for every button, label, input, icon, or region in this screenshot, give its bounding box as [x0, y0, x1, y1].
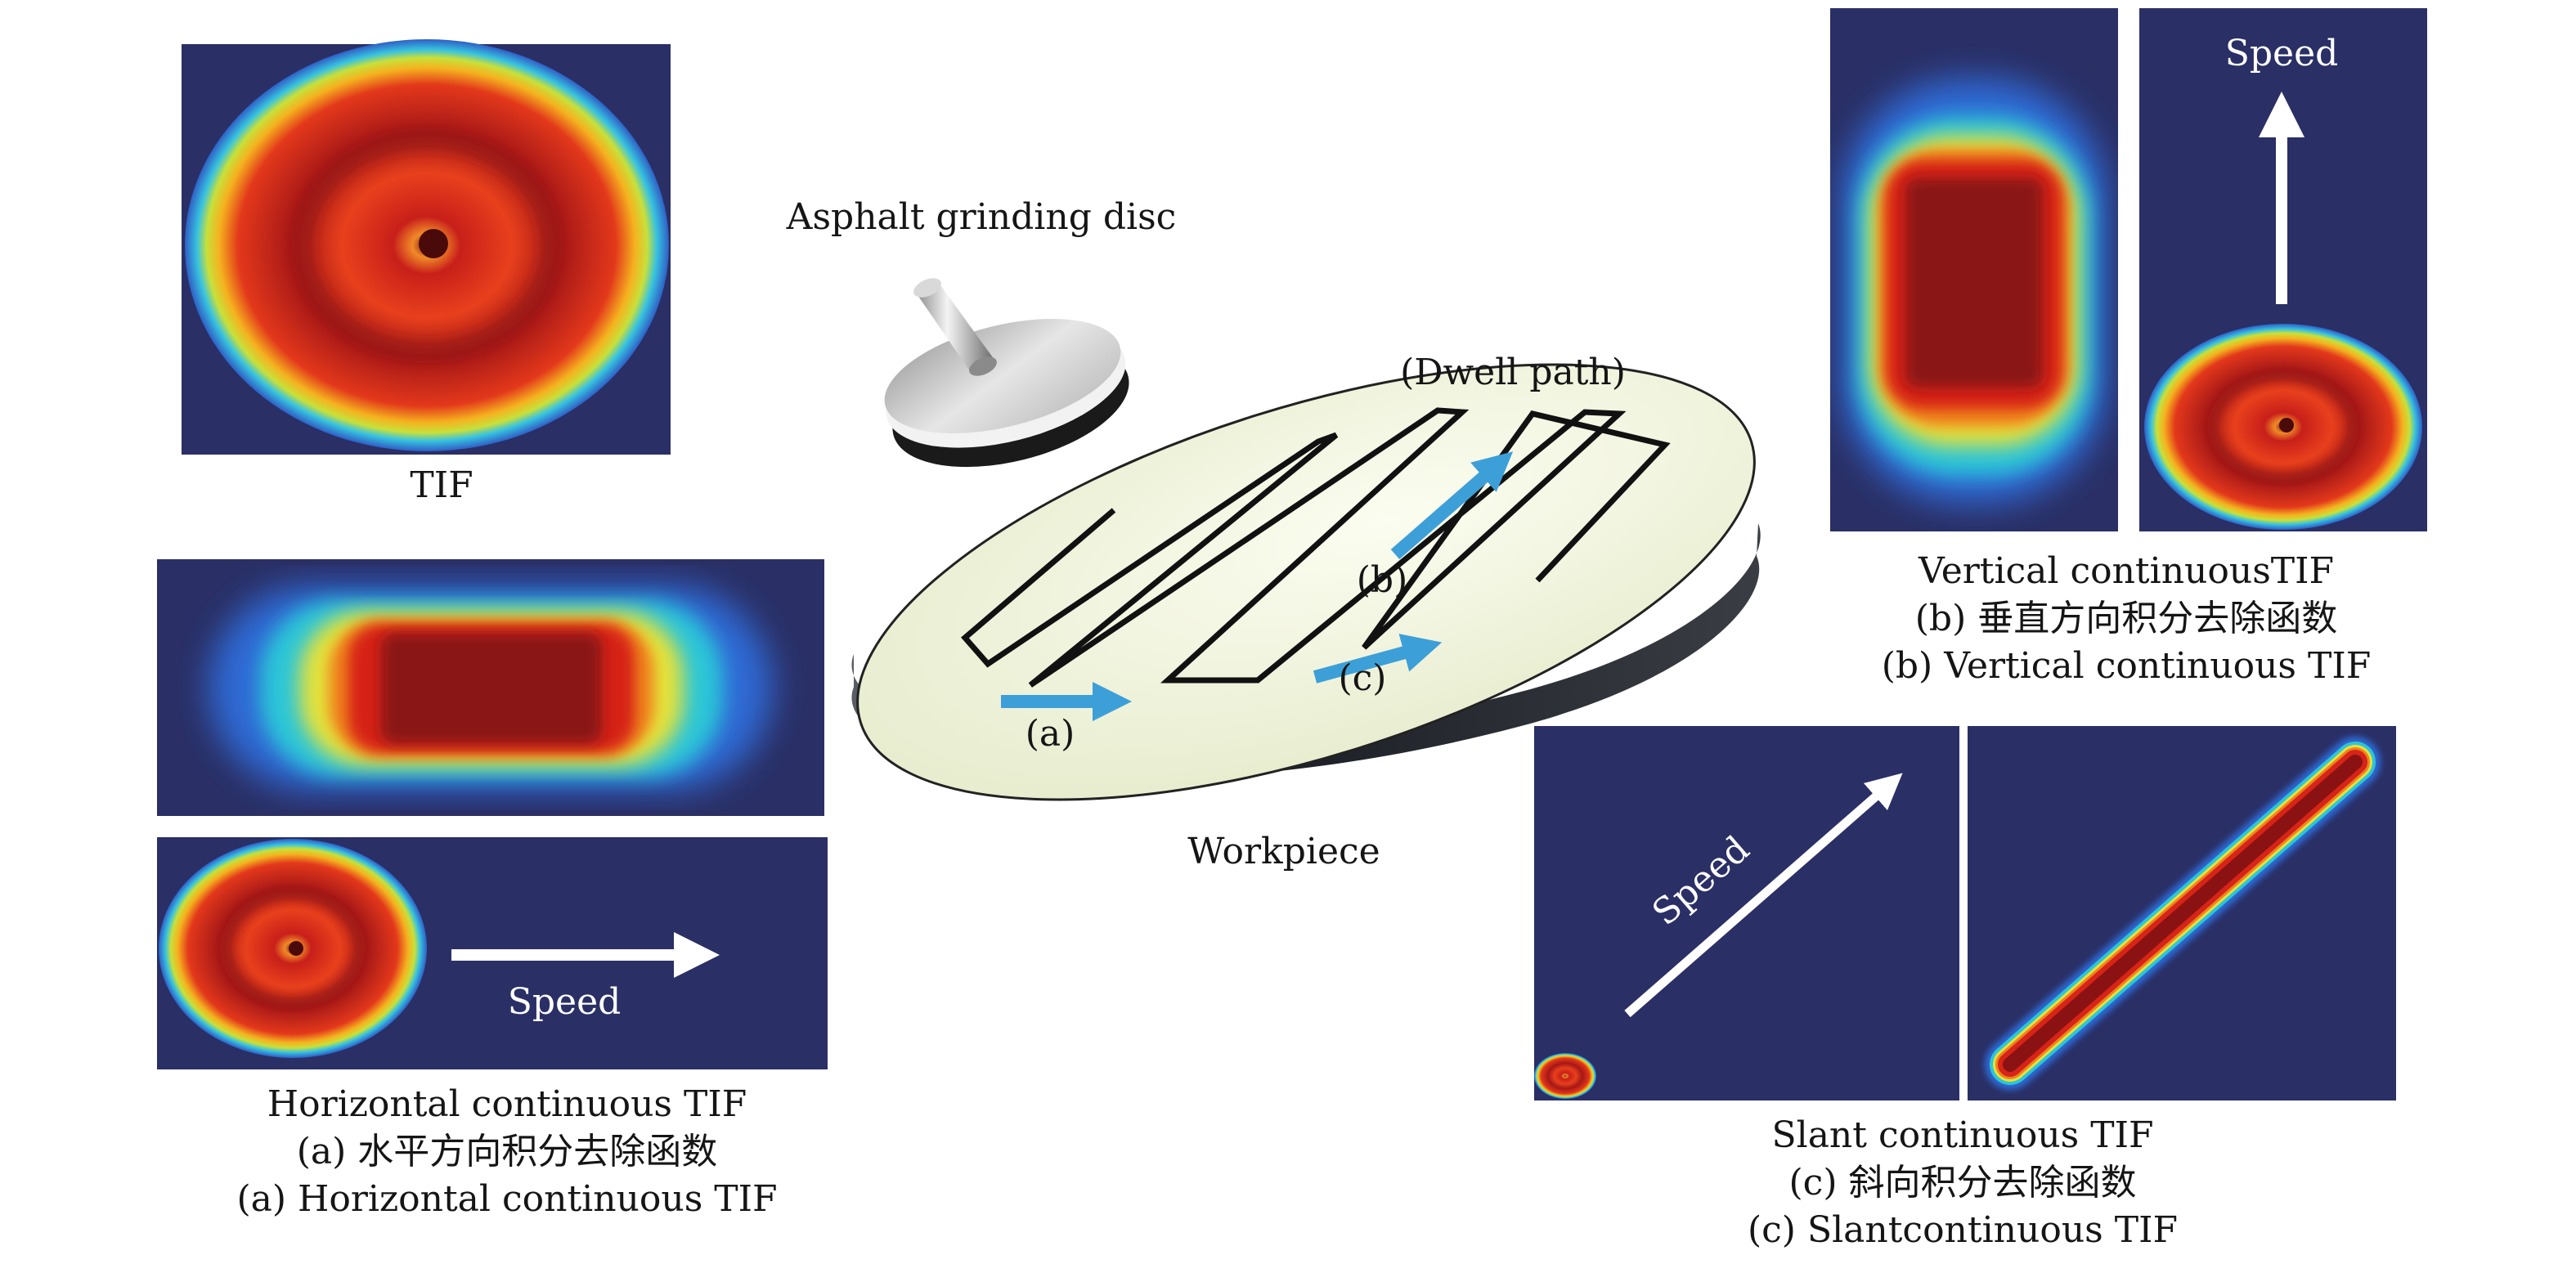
speed-label-vertical: Speed	[2224, 33, 2339, 74]
caption-c-line2: (c) 斜向积分去除函数	[1788, 1162, 2137, 1204]
caption-a-line1: Horizontal continuous TIF	[267, 1083, 747, 1125]
speed-label-horizontal: Speed	[507, 981, 622, 1023]
vertical-speed-panel	[2139, 8, 2427, 531]
slant-continuous-tif-panel	[1968, 726, 2396, 1100]
horizontal-speed-panel	[157, 837, 828, 1069]
caption-c-line1: Slant continuous TIF	[1771, 1114, 2154, 1156]
path-arrow-c	[1313, 634, 1443, 684]
caption-b: Vertical continuousTIF (b) 垂直方向积分去除函数 (b…	[1750, 548, 2502, 690]
path-arrow-b	[1390, 451, 1514, 560]
speed-arrow-slant	[1624, 773, 1903, 1018]
dwell-path-label: (Dwell path)	[1400, 352, 1626, 393]
asphalt-grinding-disc	[884, 278, 1129, 468]
caption-b-line2: (b) 垂直方向积分去除函数	[1914, 598, 2338, 639]
caption-a: Horizontal continuous TIF (a) 水平方向积分去除函数…	[131, 1081, 883, 1223]
caption-a-line2: (a) 水平方向积分去除函数	[296, 1131, 718, 1172]
slant-speed-panel	[1534, 726, 1959, 1100]
caption-b-line1: Vertical continuousTIF	[1918, 550, 2335, 592]
horizontal-continuous-tif-panel	[157, 559, 824, 816]
caption-a-line3: (a) Horizontal continuous TIF	[236, 1178, 778, 1220]
disc-label: Asphalt grinding disc	[786, 196, 1177, 238]
tif-panel	[182, 39, 671, 455]
path-label-b: (b)	[1356, 559, 1408, 601]
vertical-continuous-tif-panel	[1830, 8, 2118, 531]
dwell-path	[961, 407, 1671, 688]
tif-label: TIF	[410, 464, 473, 506]
caption-c-line3: (c) Slantcontinuous TIF	[1748, 1209, 2178, 1251]
workpiece	[851, 363, 1761, 801]
caption-c: Slant continuous TIF (c) 斜向积分去除函数 (c) Sl…	[1586, 1112, 2339, 1254]
path-label-a: (a)	[1025, 713, 1075, 755]
caption-b-line3: (b) Vertical continuous TIF	[1881, 645, 2372, 687]
path-label-c: (c)	[1338, 657, 1387, 699]
workpiece-label: Workpiece	[1187, 831, 1380, 872]
